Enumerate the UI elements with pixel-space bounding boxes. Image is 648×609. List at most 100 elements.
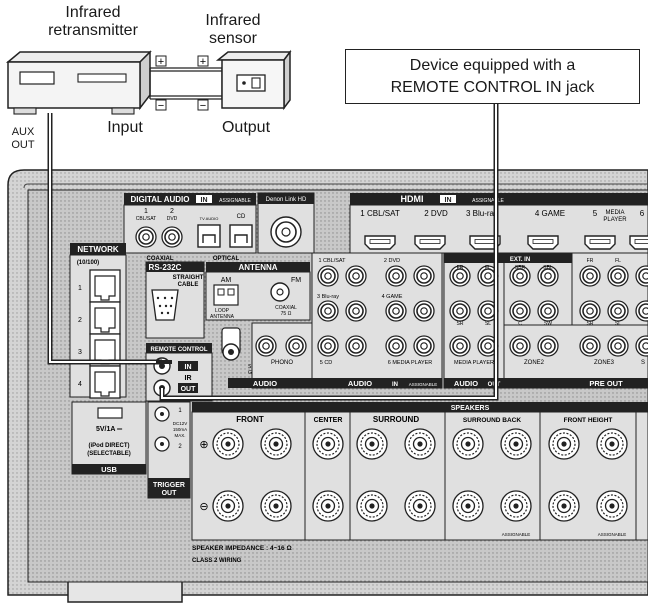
rs232c-sub-2: CABLE (178, 282, 199, 288)
media-audio-title: AUDIO (454, 379, 478, 388)
audio-in-title-2: AUDIO (348, 379, 372, 388)
network-sub: (10/100) (77, 260, 99, 266)
speaker-center: CENTER (314, 417, 343, 424)
hdmi-in-3: 3 Blu-ray (466, 209, 498, 218)
hdmi-in: IN (445, 197, 452, 204)
digital-optical: OPTICAL (213, 256, 240, 262)
network-port-1: 1 (78, 285, 82, 292)
infrared-retransmitter (8, 52, 150, 114)
speaker-impedance: SPEAKER IMPEDANCE : 4~16 Ω (192, 545, 292, 552)
plus-mark-2: + (200, 56, 206, 68)
trigger-rating-2: 150mA (173, 427, 187, 432)
network-port-3: 3 (78, 349, 82, 356)
speaker-plus: ⊕ (199, 439, 208, 451)
ext-in-sl: SL (485, 321, 491, 327)
remote-in: IN (185, 364, 192, 371)
signal-gnd (222, 328, 240, 360)
antenna-fm: FM (291, 277, 301, 284)
remote-out: OUT (181, 386, 197, 393)
remote-title: REMOTE CONTROL (151, 347, 208, 353)
audio-in-5: 5 CD (320, 360, 333, 366)
infrared-sensor (218, 52, 290, 108)
speaker-front: FRONT (236, 415, 264, 424)
digital-audio-in: IN (201, 197, 208, 204)
ext-in-sbl: SBL (543, 265, 553, 271)
rs232c-section (146, 262, 204, 338)
audio-in-3: 3 Blu-ray (317, 294, 339, 300)
media-player-label: MEDIA PLAYER (454, 360, 494, 366)
ext-in-sbr: SBR (515, 265, 526, 271)
hdmi-in-6: 6 (640, 209, 645, 218)
speaker-surround: SURROUND (373, 415, 419, 424)
pre-out-fl: FL (615, 258, 621, 264)
pre-out-fr: FR (587, 258, 594, 264)
pre-out-s: S (641, 360, 645, 366)
minus-mark-1: − (158, 100, 164, 112)
hdmi-in-5-name: MEDIA (605, 210, 624, 216)
hdmi-in-5-name2: PLAYER (603, 217, 627, 223)
minus-mark-2: − (200, 100, 206, 112)
speaker-assignable-1: ASSIGNABLE (502, 532, 531, 537)
speaker-assignable-2: ASSIGNABLE (598, 532, 627, 537)
network-title: NETWORK (77, 245, 119, 254)
digital-audio-assignable: ASSIGNABLE (219, 198, 251, 204)
usb-note-1: (iPod DIRECT) (89, 443, 130, 449)
antenna-loop-2: ANTENNA (210, 314, 235, 320)
digital-cd: CD (237, 214, 246, 220)
pre-out-sl: SL (615, 321, 621, 327)
ext-in-title: EXT. IN (510, 257, 530, 263)
hdmi-in-4: 4 GAME (535, 209, 565, 218)
pre-out-title: PRE OUT (589, 379, 623, 388)
audio-in-2: 2 DVD (384, 258, 400, 264)
pre-out-sr: SR (587, 321, 594, 327)
ext-in-fl: FL (485, 265, 491, 271)
trigger-rating-1: DC12V (173, 421, 188, 426)
digital-ch1: 1 (144, 208, 148, 215)
sensor-cable (150, 68, 222, 99)
usb-rating: 5V/1A ═ (96, 426, 122, 433)
ext-in-fr: FR (457, 265, 464, 271)
digital-coaxial: COAXIAL (147, 256, 174, 262)
usb-note-2: (SELECTABLE) (87, 451, 131, 457)
class2-wiring: CLASS 2 WIRING (192, 558, 242, 564)
hdmi-assignable: ASSIGNABLE (472, 198, 504, 204)
speaker-minus: ⊖ (199, 501, 208, 513)
rs232c-sub-1: STRAIGHT (173, 275, 204, 281)
antenna-coax-2: 75 Ω (281, 311, 292, 317)
digital-tv-audio: TV AUDIO (200, 216, 219, 221)
denon-link-title: Denon Link HD (266, 197, 307, 203)
audio-in-assignable: ASSIGNABLE (409, 382, 438, 387)
audio-in-4: 4 GAME (382, 294, 403, 300)
zone2-label: ZONE2 (524, 360, 545, 366)
digital-ch2-name: DVD (167, 216, 178, 222)
audio-in-1: 1 CBL/SAT (318, 258, 346, 264)
ext-in-sr: SR (457, 321, 464, 327)
digital-ch1-name: CBL/SAT (136, 216, 156, 222)
hdmi-in-2: 2 DVD (424, 209, 448, 218)
audio-in-phono: PHONO (271, 360, 293, 366)
audio-in-in: IN (392, 382, 398, 388)
speakers-title: SPEAKERS (451, 405, 490, 412)
audio-in-title-1: AUDIO (253, 379, 277, 388)
digital-ch2: 2 (170, 208, 174, 215)
hdmi-in-1: 1 CBL/SAT (360, 209, 400, 218)
speaker-surround-back: SURROUND BACK (463, 417, 521, 424)
plus-mark-1: + (158, 56, 164, 68)
usb-title: USB (101, 465, 117, 474)
hdmi-in-5: 5 (593, 209, 598, 218)
network-port-2: 2 (78, 317, 82, 324)
network-port-4: 4 (78, 381, 82, 388)
zone3-label: ZONE3 (594, 360, 615, 366)
speaker-front-height: FRONT HEIGHT (564, 417, 613, 424)
antenna-title: ANTENNA (238, 263, 277, 272)
antenna-am: AM (221, 277, 232, 284)
trigger-title-2: OUT (162, 490, 178, 497)
digital-audio-title: DIGITAL AUDIO (131, 195, 190, 204)
remote-ir: IR (185, 375, 192, 382)
hdmi-title: HDMI (401, 194, 424, 204)
usb-section (72, 402, 146, 474)
trigger-rating-3: MAX. (174, 433, 185, 438)
trigger-title-1: TRIGGER (153, 482, 185, 489)
